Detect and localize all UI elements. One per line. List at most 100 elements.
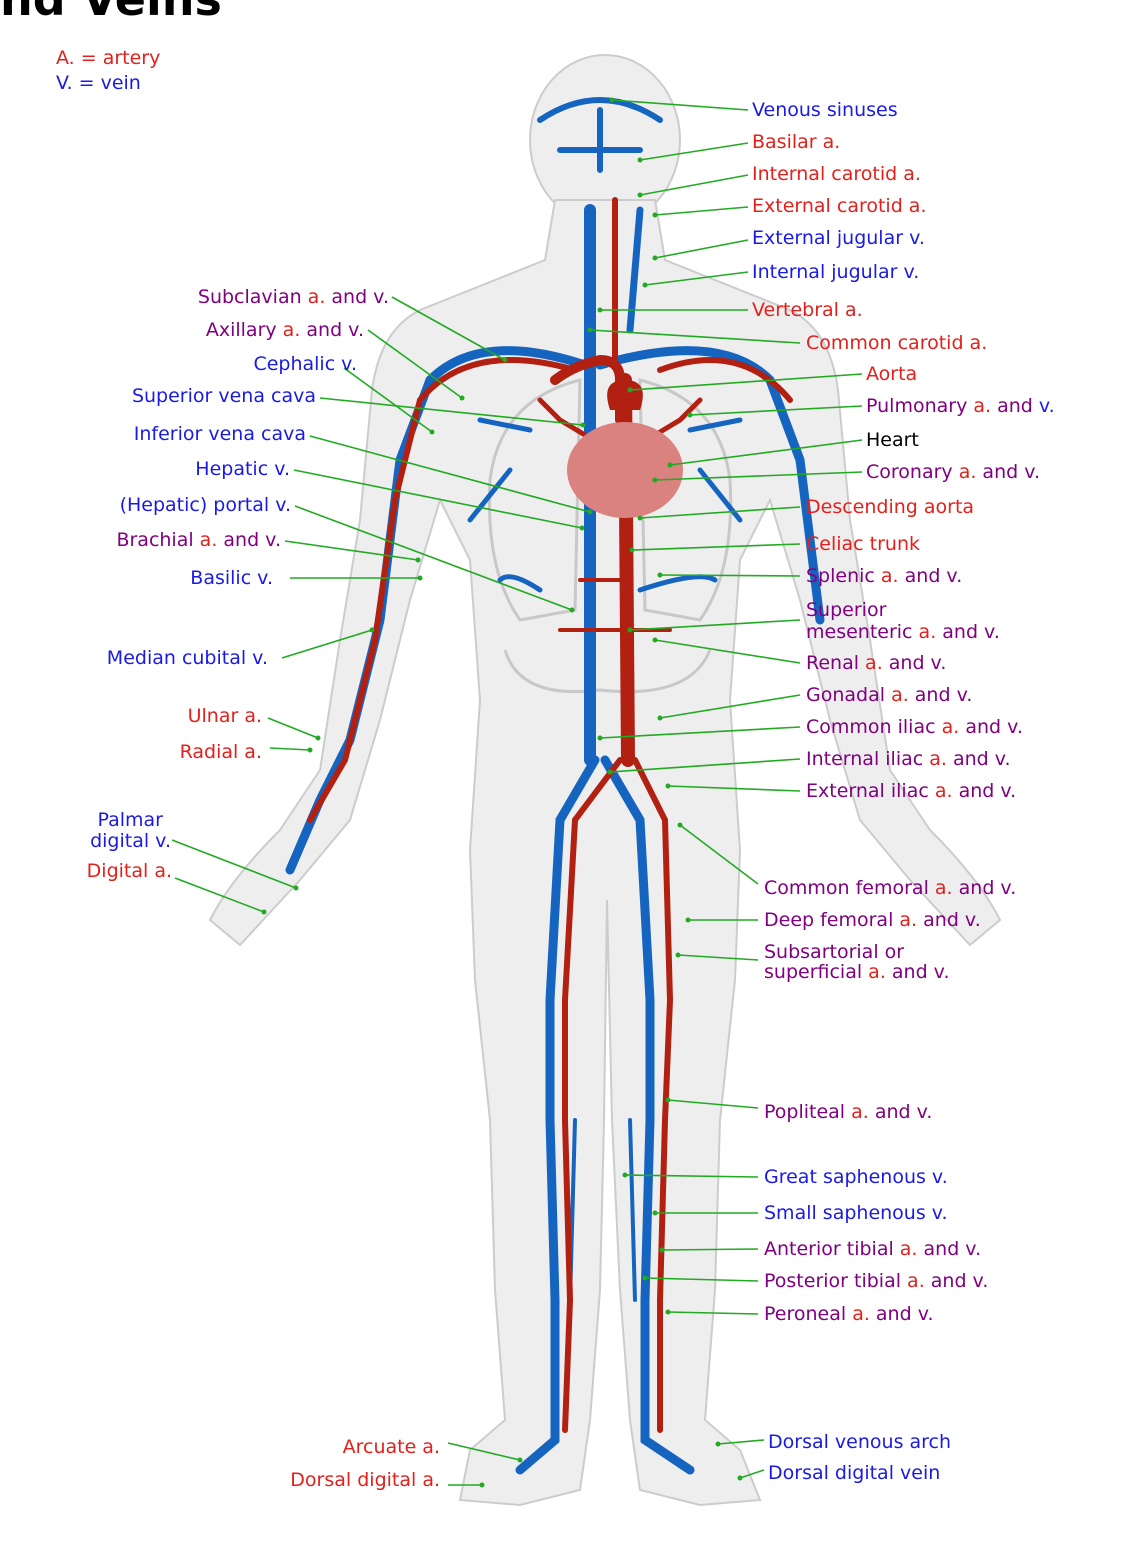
label-pulmonary: Pulmonary a. and v. xyxy=(866,395,1055,417)
leader-celiac-trunk xyxy=(631,543,801,551)
label-part: Superior xyxy=(806,599,887,621)
leader-tip-gonadal xyxy=(657,715,663,721)
label-ulnar-a: Ulnar a. xyxy=(188,705,262,727)
label-part: Inferior vena cava xyxy=(133,423,306,445)
leader-external-carotid-a xyxy=(654,206,749,216)
leader-tip-common-carotid-a xyxy=(587,327,593,333)
label-cephalic-v: Cephalic v. xyxy=(253,353,357,375)
label-radial-a: Radial a. xyxy=(180,741,262,763)
leader-tip-hepatic-v xyxy=(579,525,585,531)
label-part: and v. xyxy=(952,780,1017,802)
label-part: Heart xyxy=(866,429,919,451)
label-part: and v. xyxy=(976,461,1041,483)
leader-palmar-1 xyxy=(171,839,297,889)
leader-coronary xyxy=(654,471,863,481)
label-part: a. xyxy=(929,748,947,770)
label-part: Brachial xyxy=(116,529,200,551)
label-part: and v. xyxy=(882,652,947,674)
label-deep-femoral: Deep femoral a. and v. xyxy=(764,909,981,931)
label-part: a. xyxy=(958,461,977,483)
label-part: Gonadal xyxy=(806,684,892,706)
leader-tip-coronary xyxy=(652,477,658,483)
label-part: a. xyxy=(941,716,960,738)
leader-ulnar-a xyxy=(267,717,319,739)
label-popliteal: Popliteal a. and v. xyxy=(764,1101,932,1123)
label-peroneal: Peroneal a. and v. xyxy=(764,1303,934,1325)
leader-tip-dorsal-digital-vein xyxy=(737,1475,743,1481)
leader-cephalic-v xyxy=(343,367,433,433)
label-part: Vertebral a. xyxy=(752,299,863,321)
leader-tip-external-jugular-v xyxy=(652,255,658,261)
label-coronary: Coronary a. and v. xyxy=(866,461,1040,483)
label-part: Palmar xyxy=(97,809,164,831)
label-part: Peroneal xyxy=(764,1303,853,1325)
label-part: Venous sinuses xyxy=(752,99,898,121)
leader-internal-iliac xyxy=(609,758,801,773)
label-part: Dorsal digital a. xyxy=(290,1469,440,1491)
label-part: Small saphenous v. xyxy=(764,1202,948,1224)
leader-gonadal xyxy=(659,694,801,719)
label-part: External carotid a. xyxy=(752,195,927,217)
leader-tip-internal-jugular-v xyxy=(642,282,648,288)
label-palmar-2: digital v. xyxy=(90,830,171,852)
label-digital-a: Digital a. xyxy=(87,860,172,882)
label-part: a. xyxy=(934,877,953,899)
leader-tip-venous-sinuses xyxy=(609,97,615,103)
leader-tip-renal xyxy=(652,637,658,643)
leader-tip-subsartorial-1 xyxy=(675,952,681,958)
label-renal: Renal a. and v. xyxy=(806,652,946,674)
label-posterior-tibial: Posterior tibial a. and v. xyxy=(764,1270,988,1292)
label-part: a. xyxy=(865,652,883,674)
leader-tip-axillary xyxy=(459,395,465,401)
label-part: and v. xyxy=(325,286,389,308)
leader-tip-splenic xyxy=(657,572,663,578)
label-part: Subsartorial or xyxy=(764,941,905,963)
leader-tip-basilic-v xyxy=(417,575,423,581)
leader-lines xyxy=(171,97,863,1488)
leader-tip-heart xyxy=(667,462,673,468)
label-part: Great saphenous v. xyxy=(764,1166,948,1188)
label-part: superficial xyxy=(764,961,869,983)
label-part: Internal carotid a. xyxy=(752,163,921,185)
label-part: a. xyxy=(899,1238,918,1260)
label-part: Celiac trunk xyxy=(806,533,920,555)
label-part: and v. xyxy=(917,1238,982,1260)
label-part: and v. xyxy=(924,1270,989,1292)
leader-superior-vena-cava xyxy=(319,397,584,426)
label-heart: Heart xyxy=(866,429,919,451)
leader-renal xyxy=(654,639,801,664)
label-part: and v. xyxy=(868,1101,933,1123)
label-subsartorial-1: Subsartorial or xyxy=(764,941,904,963)
label-external-iliac: External iliac a. and v. xyxy=(806,780,1016,802)
label-arcuate-a: Arcuate a. xyxy=(343,1436,440,1458)
leader-tip-external-carotid-a xyxy=(652,212,658,218)
leader-common-iliac xyxy=(599,726,801,739)
leader-basilar-a xyxy=(639,142,749,161)
legend-vein: V. = vein xyxy=(56,72,141,94)
label-common-iliac: Common iliac a. and v. xyxy=(806,716,1023,738)
leader-splenic xyxy=(659,574,801,577)
body-silhouette xyxy=(208,54,1002,1507)
label-part: Radial a. xyxy=(179,741,262,763)
leader-tip-internal-iliac xyxy=(607,769,613,775)
label-part: Axillary xyxy=(205,319,283,341)
label-part: Posterior tibial xyxy=(764,1270,908,1292)
leader-popliteal xyxy=(667,1099,759,1109)
leader-subclavian xyxy=(391,296,506,361)
leader-tip-aorta xyxy=(627,387,633,393)
leader-superior-mesenteric-1 xyxy=(629,619,801,631)
label-superior-mesenteric-1: Superior xyxy=(806,599,886,621)
label-part: a. xyxy=(851,1101,869,1123)
label-gonadal: Gonadal a. and v. xyxy=(806,684,972,706)
label-part: and v. xyxy=(959,716,1023,738)
label-dorsal-venous-arch: Dorsal venous arch xyxy=(768,1431,951,1453)
label-part: Arcuate a. xyxy=(342,1436,440,1458)
leader-tip-cephalic-v xyxy=(429,429,435,435)
label-part: and v. xyxy=(908,684,973,706)
leader-tip-peroneal xyxy=(665,1309,671,1315)
label-external-carotid-a: External carotid a. xyxy=(752,195,927,217)
label-part: Subclavian xyxy=(197,286,308,308)
leader-tip-brachial xyxy=(415,557,421,563)
label-part: a. xyxy=(852,1303,870,1325)
